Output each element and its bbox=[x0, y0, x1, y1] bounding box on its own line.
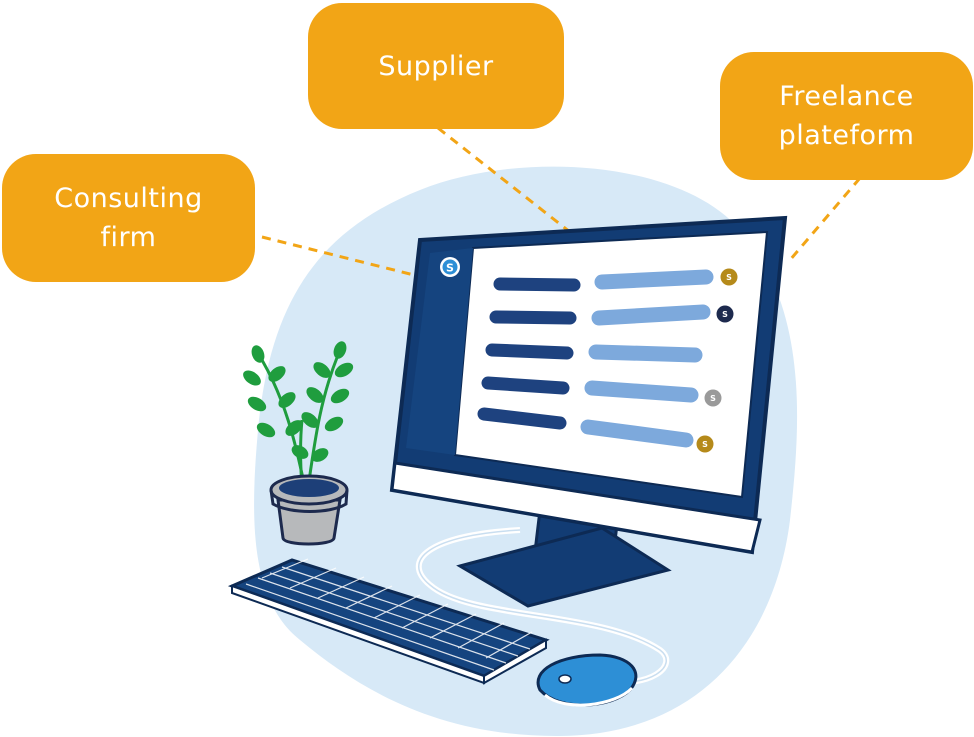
row-2-dark-bar bbox=[489, 310, 577, 325]
bubble-supplier: Supplier bbox=[308, 3, 564, 129]
row-3-light-bar bbox=[588, 344, 703, 363]
keyboard bbox=[227, 558, 550, 685]
bubble-freelance-plateform: Freelance plateform bbox=[720, 52, 973, 180]
connector-supplier bbox=[437, 126, 571, 234]
row-5-dark-bar bbox=[477, 407, 567, 430]
svg-text:S: S bbox=[446, 262, 454, 275]
screen-sidebar bbox=[406, 248, 473, 455]
row-5-light-bar bbox=[580, 419, 694, 448]
svg-text:S: S bbox=[702, 440, 708, 449]
row-1-light-bar bbox=[594, 269, 714, 290]
label-freelance-line2: plateform bbox=[778, 120, 915, 151]
svg-text:S: S bbox=[726, 273, 732, 282]
label-supplier: Supplier bbox=[378, 50, 494, 82]
row-4-dark-bar bbox=[481, 376, 570, 395]
screen-display bbox=[453, 230, 769, 499]
svg-text:S: S bbox=[710, 394, 716, 403]
connector-consulting bbox=[261, 235, 419, 278]
screen-list bbox=[477, 269, 714, 448]
bubble-consulting-firm: Consulting firm bbox=[2, 154, 255, 282]
cable-outline bbox=[418, 529, 667, 684]
plant-pot bbox=[269, 474, 349, 546]
svg-text:S: S bbox=[722, 310, 728, 319]
plant bbox=[243, 341, 354, 489]
mouse bbox=[536, 653, 638, 707]
row-1-dark-bar bbox=[493, 277, 581, 292]
row-2-light-bar bbox=[591, 304, 711, 326]
row-4-light-bar bbox=[584, 380, 699, 403]
badge-icon: S S S S bbox=[696, 268, 738, 453]
connector-freelance bbox=[788, 177, 862, 261]
label-freelance-line1: Freelance bbox=[779, 81, 914, 112]
row-3-dark-bar bbox=[485, 343, 574, 360]
label-consulting-line1: Consulting bbox=[54, 183, 203, 214]
monitor-chin bbox=[390, 461, 762, 554]
label-consulting-line2: firm bbox=[100, 222, 157, 253]
monitor-stand-base bbox=[456, 526, 672, 608]
